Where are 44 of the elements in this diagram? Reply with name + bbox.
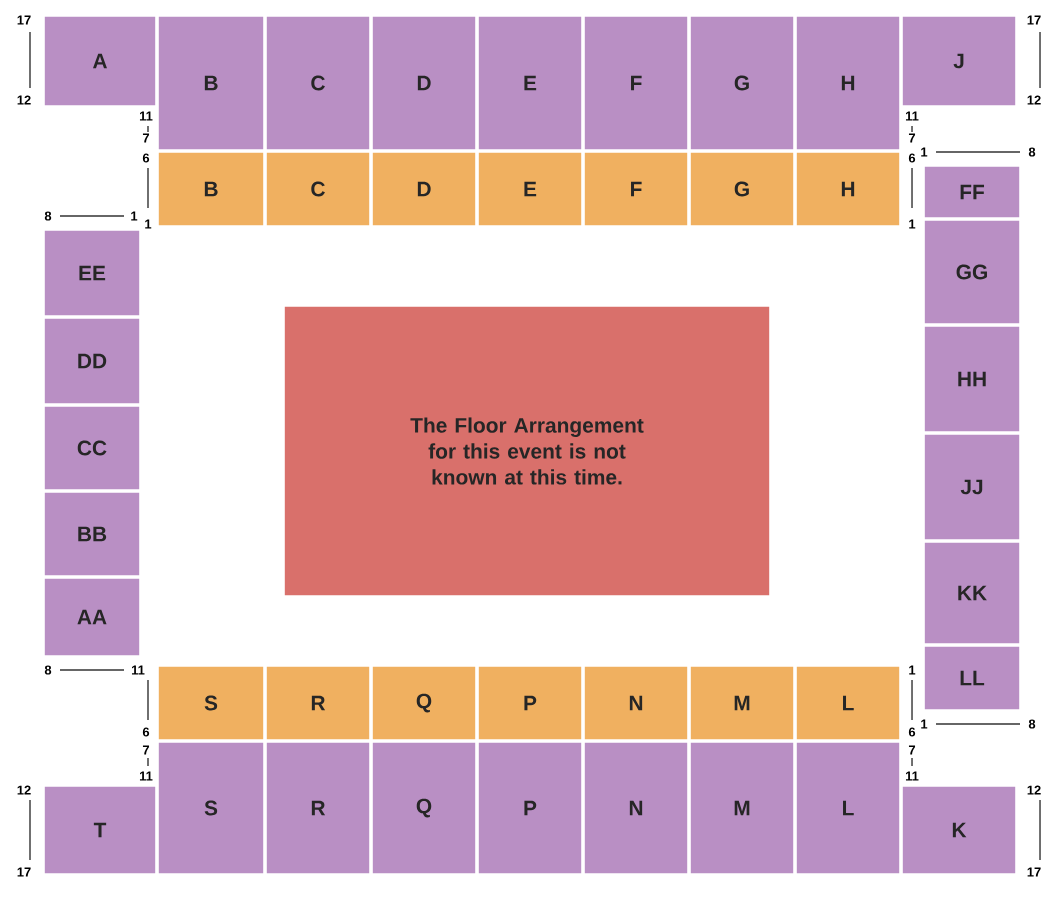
- seating-section: G: [689, 15, 795, 151]
- seating-section: E: [477, 15, 583, 151]
- seating-section: KK: [923, 541, 1021, 645]
- seating-section: N: [583, 741, 689, 875]
- seating-section: N: [583, 665, 689, 741]
- seating-section: C: [265, 15, 371, 151]
- seating-section: F: [583, 151, 689, 227]
- seating-section: R: [265, 741, 371, 875]
- seating-section: FF: [923, 165, 1021, 219]
- seating-section: B: [157, 151, 265, 227]
- floor-area: The Floor Arrangement for this event is not known at this time.: [283, 305, 771, 597]
- seating-section: T: [43, 785, 157, 875]
- seating-section: CC: [43, 405, 141, 491]
- seating-section: HH: [923, 325, 1021, 433]
- seating-section: J: [901, 15, 1017, 107]
- seating-section: S: [157, 741, 265, 875]
- seating-section: P: [477, 741, 583, 875]
- seating-section: JJ: [923, 433, 1021, 541]
- seating-section: L: [795, 665, 901, 741]
- seating-section: C: [265, 151, 371, 227]
- seating-section: D: [371, 15, 477, 151]
- seating-section: LL: [923, 645, 1021, 711]
- seating-section: L: [795, 741, 901, 875]
- seating-section: H: [795, 15, 901, 151]
- seating-section: G: [689, 151, 795, 227]
- seating-section: A: [43, 15, 157, 107]
- seating-section: B: [157, 15, 265, 151]
- seating-section: M: [689, 665, 795, 741]
- seating-section: Q: [371, 665, 477, 741]
- seating-section: AA: [43, 577, 141, 657]
- seating-section: S: [157, 665, 265, 741]
- seating-section: M: [689, 741, 795, 875]
- seating-section: Q: [371, 741, 477, 875]
- seating-section: H: [795, 151, 901, 227]
- seating-section: E: [477, 151, 583, 227]
- seating-section: BB: [43, 491, 141, 577]
- seating-section: EE: [43, 229, 141, 317]
- seating-section: F: [583, 15, 689, 151]
- seating-section: R: [265, 665, 371, 741]
- seating-section: D: [371, 151, 477, 227]
- seating-section: P: [477, 665, 583, 741]
- seating-section: DD: [43, 317, 141, 405]
- seating-section: GG: [923, 219, 1021, 325]
- seating-section: K: [901, 785, 1017, 875]
